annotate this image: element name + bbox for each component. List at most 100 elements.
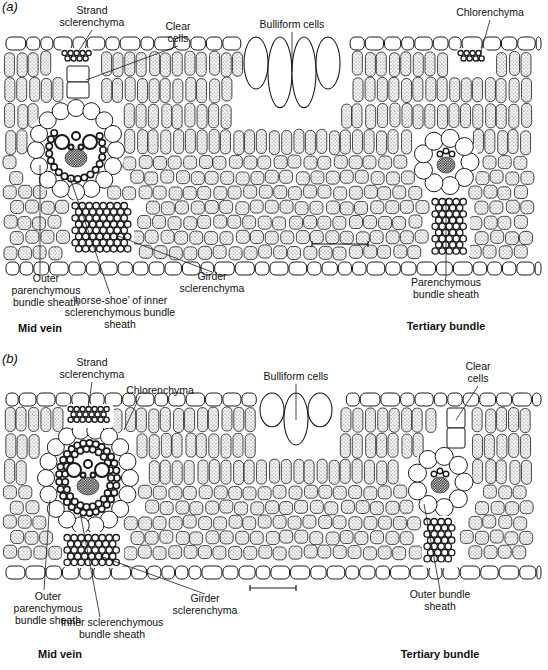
chlorenchyma-cell — [236, 230, 249, 243]
girder-sclerenchyma-cell — [439, 211, 445, 217]
girder-sclerenchyma-cell — [450, 205, 456, 211]
clear-cell — [447, 428, 465, 448]
chlorenchyma-cell — [498, 545, 511, 558]
chlorenchyma-cell — [402, 408, 412, 432]
chlorenchyma-cell — [172, 105, 182, 129]
inner-sclerenchyma-cell — [99, 140, 105, 146]
chlorenchyma-cell — [394, 155, 407, 168]
girder-sclerenchyma-cell — [446, 223, 452, 229]
epidermis-cell — [532, 393, 541, 406]
chlorenchyma-cell — [522, 103, 532, 127]
chlorenchyma-cell — [509, 78, 519, 102]
girder-sclerenchyma-cell — [107, 227, 113, 233]
girder-sclerenchyma-cell — [72, 203, 78, 209]
chlorenchyma-cell — [333, 516, 346, 529]
chlorenchyma-cell — [304, 460, 314, 484]
chlorenchyma-cell — [19, 247, 32, 260]
girder-sclerenchyma-cell — [436, 217, 442, 223]
chlorenchyma-cell — [349, 216, 362, 229]
chlorenchyma-cell — [409, 546, 422, 559]
girder-sclerenchyma-cell — [64, 535, 70, 541]
chlorenchyma-cell — [41, 408, 51, 432]
chlorenchyma-cell — [220, 500, 233, 513]
chlorenchyma-cell — [370, 502, 383, 515]
girder-sclerenchyma-cell — [82, 541, 88, 547]
chlorenchyma-cell — [317, 129, 327, 153]
strand-sclerenchyma-cell — [467, 56, 472, 61]
strand-sclerenchyma-cell — [80, 51, 85, 56]
chlorenchyma-cell — [220, 232, 233, 245]
chlorenchyma-cell — [17, 53, 27, 77]
chlorenchyma-cell — [124, 547, 137, 560]
chlorenchyma-cell — [265, 231, 278, 244]
chlorenchyma-cell — [4, 247, 17, 260]
chlorenchyma-cell — [234, 461, 244, 485]
chlorenchyma-cell — [371, 201, 384, 214]
chlorenchyma-cell — [491, 501, 504, 514]
section-title: Mid vein — [5, 322, 75, 335]
inner-sclerenchyma-cell — [48, 136, 54, 142]
chlorenchyma-cell — [221, 105, 231, 129]
epidermis-cell — [436, 262, 452, 275]
epidermis-cell — [41, 37, 53, 50]
chlorenchyma-cell — [213, 245, 226, 258]
chlorenchyma-cell — [191, 172, 204, 185]
girder-sclerenchyma-cell — [439, 199, 445, 205]
girder-sclerenchyma-cell — [439, 235, 445, 241]
chlorenchyma-cell — [222, 407, 232, 431]
chlorenchyma-cell — [148, 130, 158, 154]
chlorenchyma-cell — [185, 408, 195, 432]
chlorenchyma-cell — [475, 201, 488, 214]
chlorenchyma-cell — [273, 217, 286, 230]
girder-sclerenchyma-cell — [75, 553, 81, 559]
chlorenchyma-cell — [288, 516, 301, 529]
chlorenchyma-cell — [214, 186, 227, 199]
chlorenchyma-cell — [137, 434, 147, 458]
part-label: ‘horse-shoe’ of inner sclerenchymous bun… — [60, 294, 180, 330]
chlorenchyma-cell — [469, 186, 482, 199]
epidermis-cell — [385, 37, 401, 50]
strand-sclerenchyma-cell — [80, 407, 85, 412]
chlorenchyma-cell — [160, 78, 170, 102]
chlorenchyma-cell — [138, 545, 151, 558]
chlorenchyma-cell — [365, 77, 375, 101]
chlorenchyma-cell — [153, 186, 166, 199]
chlorenchyma-cell — [221, 171, 234, 184]
chlorenchyma-cell — [265, 200, 278, 213]
epidermis-cell — [483, 37, 500, 50]
strand-sclerenchyma-cell — [74, 407, 79, 412]
chlorenchyma-cell — [393, 547, 406, 560]
chlorenchyma-cell — [340, 202, 353, 215]
sheath-cell — [38, 470, 55, 487]
epidermis-cell — [453, 262, 472, 275]
epidermis-cell — [46, 566, 61, 579]
chlorenchyma-cell — [160, 53, 170, 77]
girder-sclerenchyma-cell — [93, 203, 99, 209]
girder-sclerenchyma-cell — [83, 209, 89, 215]
chlorenchyma-cell — [4, 53, 14, 77]
chlorenchyma-cell — [198, 460, 208, 484]
chlorenchyma-cell — [334, 155, 347, 168]
chlorenchyma-cell — [364, 245, 377, 258]
chlorenchyma-cell — [498, 187, 511, 200]
chlorenchyma-cell — [209, 460, 219, 484]
chlorenchyma-cell — [26, 501, 39, 514]
chlorenchyma-cell — [356, 500, 369, 513]
chlorenchyma-cell — [377, 77, 387, 101]
girder-sclerenchyma-cell — [64, 559, 70, 565]
chlorenchyma-cell — [243, 487, 256, 500]
chlorenchyma-cell — [378, 104, 388, 128]
strand-sclerenchyma-cell — [101, 412, 106, 417]
chlorenchyma-cell — [258, 487, 271, 500]
chlorenchyma-cell — [196, 52, 206, 76]
chlorenchyma-cell — [425, 104, 435, 128]
chlorenchyma-cell — [273, 485, 286, 498]
epidermis-cell — [189, 566, 201, 579]
epidermis-cell — [415, 393, 433, 406]
girder-sclerenchyma-cell — [76, 246, 82, 252]
inner-sclerenchyma-cell — [62, 479, 68, 485]
chlorenchyma-cell — [125, 77, 135, 101]
epidermis-cell — [502, 37, 517, 50]
